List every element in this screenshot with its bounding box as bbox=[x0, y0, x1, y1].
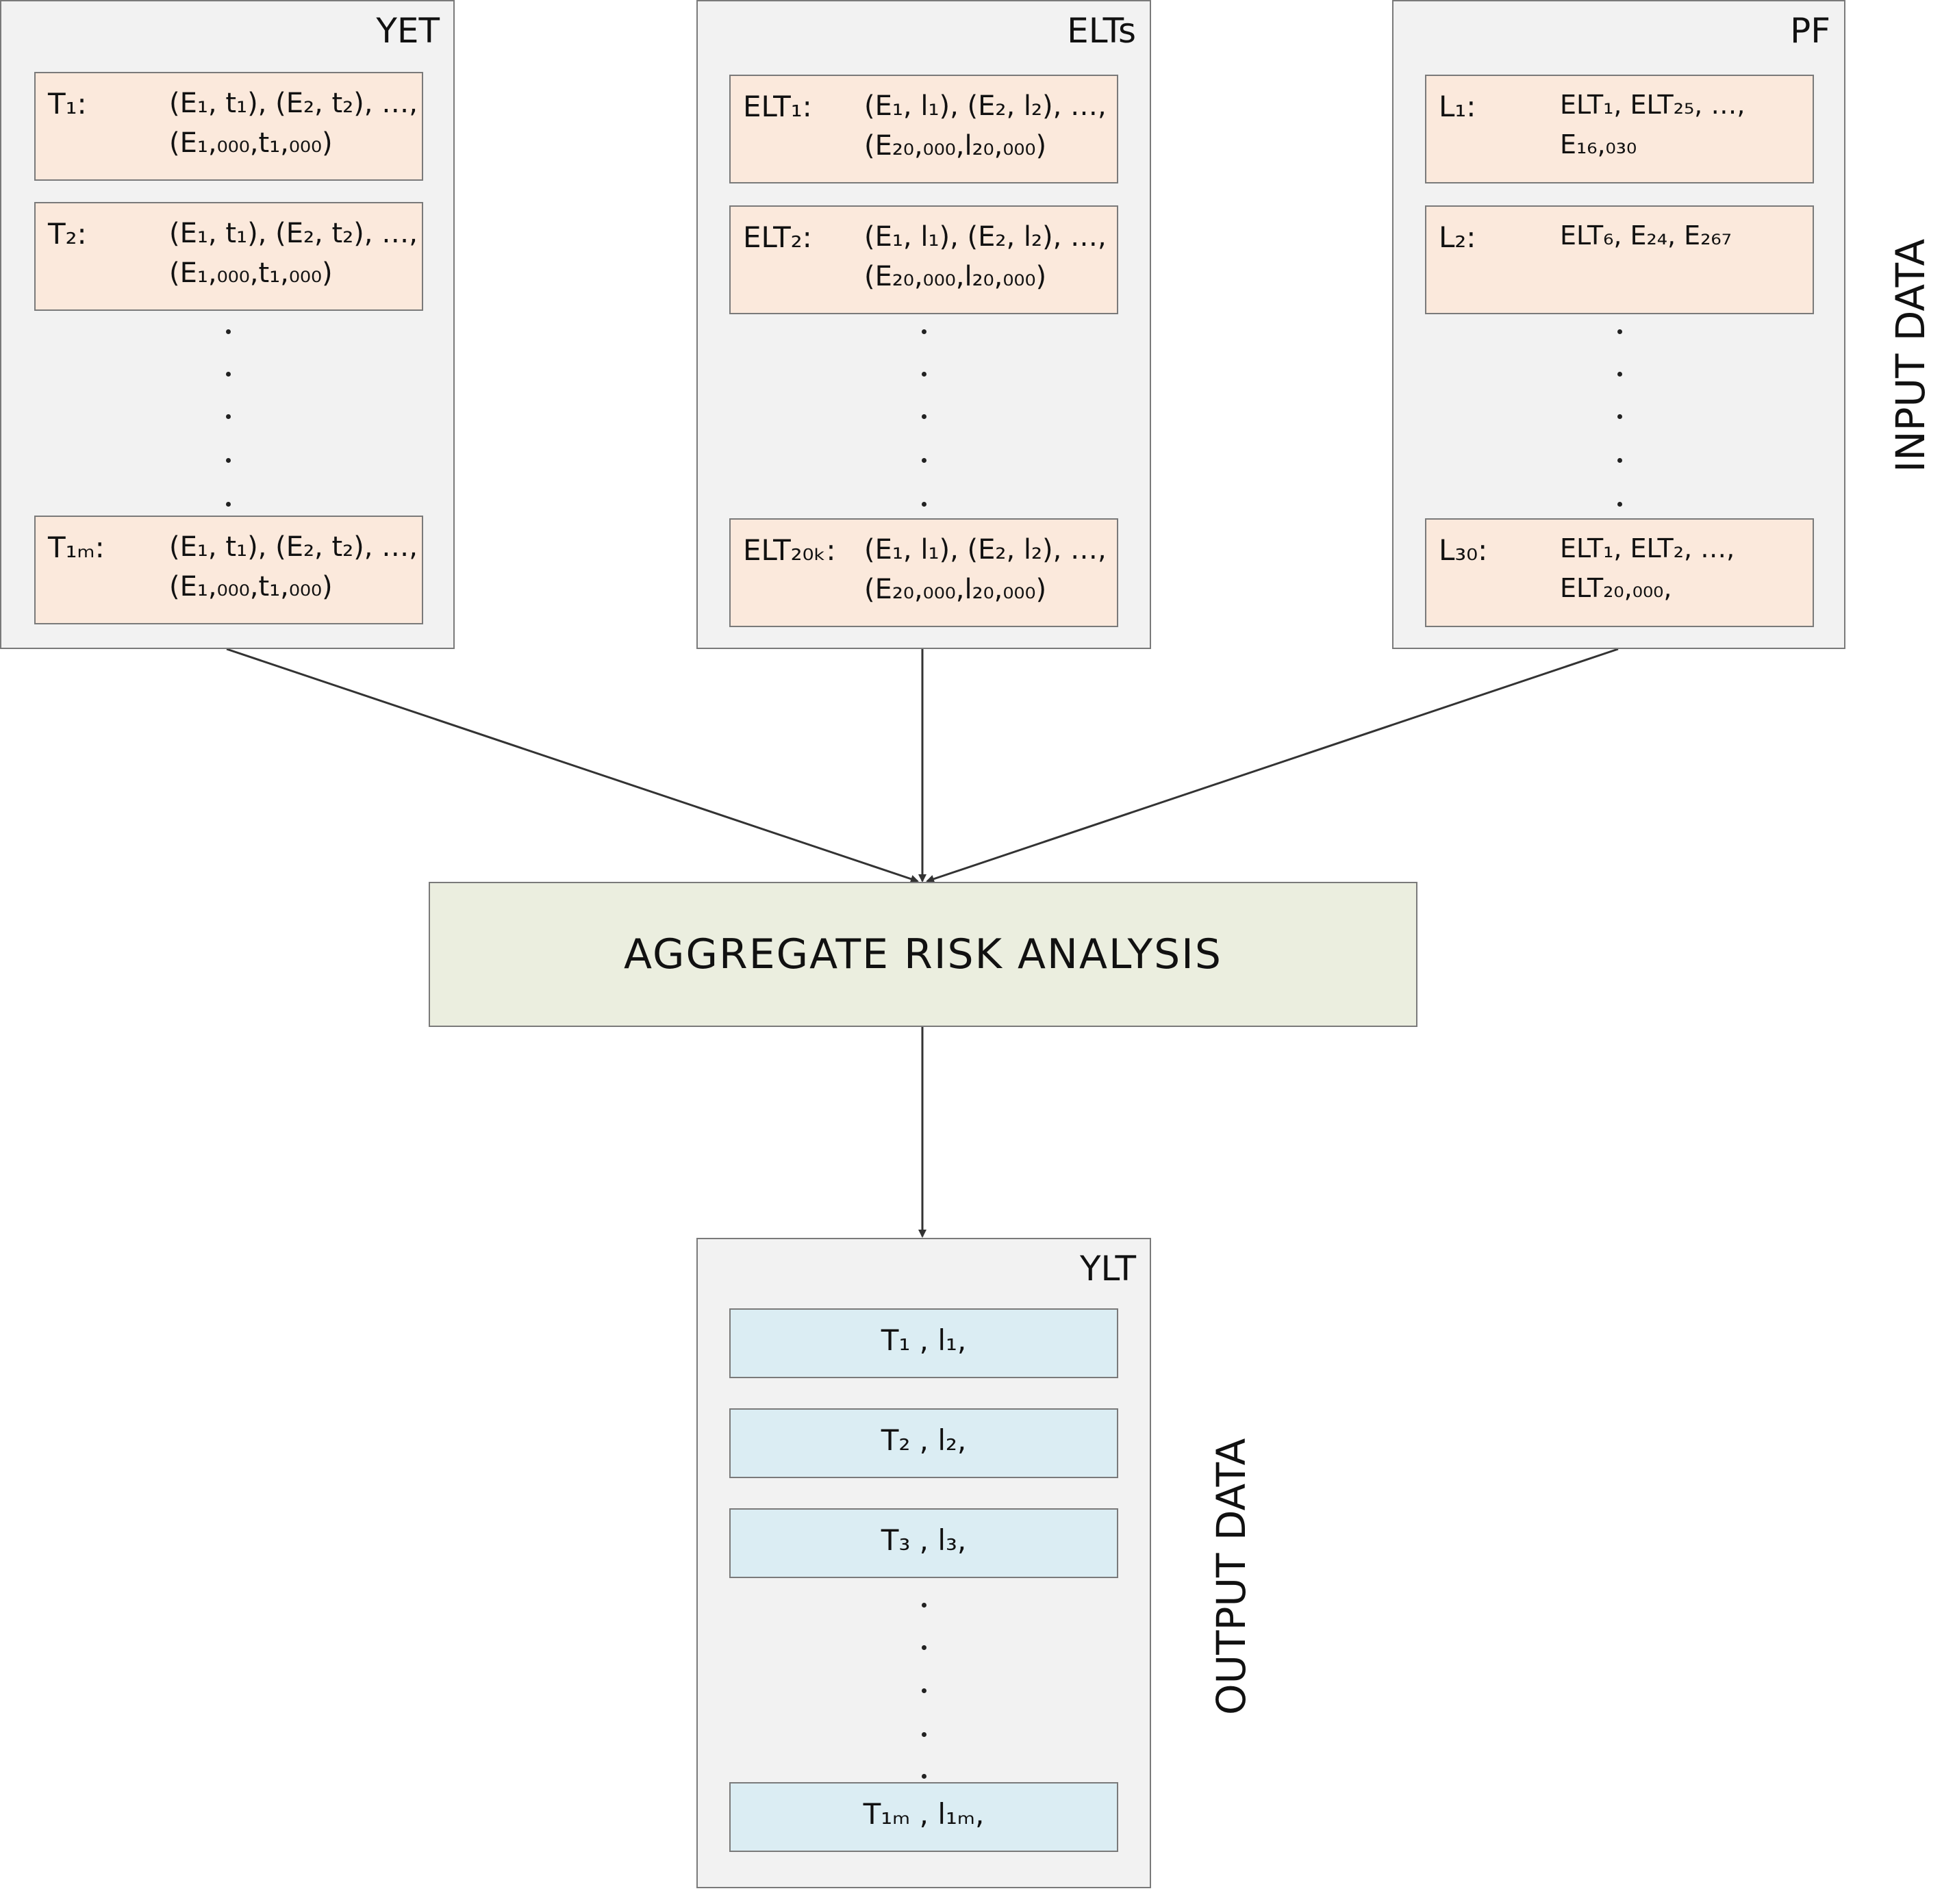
pf-row-last: L₃₀: ELT₁, ELT₂, …, ELT₂₀,₀₀₀, bbox=[1425, 518, 1814, 627]
pf-row-line2: E₁₆,₀₃₀ bbox=[1560, 129, 1637, 160]
yet-row-line2: (E₁,₀₀₀,t₁,₀₀₀) bbox=[169, 127, 333, 159]
input-data-label: INPUT DATA bbox=[1887, 238, 1934, 472]
ellipsis-dot bbox=[922, 458, 926, 463]
elt-row-label: ELT₂₀ₖ: bbox=[743, 533, 836, 567]
ylt-row-text: T₁ , l₁, bbox=[881, 1323, 967, 1357]
ellipsis-dot bbox=[922, 1645, 926, 1650]
ellipsis-dot bbox=[226, 414, 231, 419]
elt-row-line1: (E₁, l₁), (E₂, l₂), …, bbox=[864, 534, 1107, 566]
elt-row-label: ELT₁: bbox=[743, 90, 812, 123]
pf-panel: PF L₁: ELT₁, ELT₂₅, …, E₁₆,₀₃₀ L₂: ELT₆,… bbox=[1392, 0, 1845, 649]
ellipsis-dot bbox=[1617, 372, 1622, 377]
ellipsis-dot bbox=[922, 414, 926, 419]
ylt-row-text: T₁ₘ , l₁ₘ, bbox=[863, 1797, 985, 1831]
ylt-row-text: T₂ , l₂, bbox=[881, 1423, 967, 1457]
pf-row-label: L₁: bbox=[1439, 90, 1476, 123]
ylt-row-last: T₁ₘ , l₁ₘ, bbox=[729, 1782, 1118, 1852]
ellipsis-dot bbox=[922, 329, 926, 334]
yet-row-line2: (E₁,₀₀₀,t₁,₀₀₀) bbox=[169, 571, 333, 602]
arrow-pf-to-aggregate bbox=[926, 648, 1619, 883]
pf-row-label: L₂: bbox=[1439, 220, 1476, 254]
ellipsis-dot bbox=[922, 502, 926, 507]
yet-row-label: T₁ₘ: bbox=[48, 531, 105, 564]
ylt-panel: YLT T₁ , l₁, T₂ , l₂, T₃ , l₃, T₁ₘ , l₁ₘ… bbox=[696, 1238, 1151, 1888]
elts-panel: ELTs ELT₁: (E₁, l₁), (E₂, l₂), …, (E₂₀,₀… bbox=[696, 0, 1151, 649]
ylt-row-1: T₁ , l₁, bbox=[729, 1308, 1118, 1378]
pf-row-line2: ELT₂₀,₀₀₀, bbox=[1560, 573, 1672, 603]
ellipsis-dot bbox=[922, 1774, 926, 1779]
ylt-row-2: T₂ , l₂, bbox=[729, 1408, 1118, 1478]
yet-row-label: T₁: bbox=[48, 87, 87, 120]
aggregate-label: AGGREGATE RISK ANALYSIS bbox=[624, 930, 1222, 978]
elt-row-line1: (E₁, l₁), (E₂, l₂), …, bbox=[864, 221, 1107, 253]
elt-row-line2: (E₂₀,₀₀₀,l₂₀,₀₀₀) bbox=[864, 574, 1047, 605]
elt-row-2: ELT₂: (E₁, l₁), (E₂, l₂), …, (E₂₀,₀₀₀,l₂… bbox=[729, 205, 1118, 314]
ellipsis-dot bbox=[226, 458, 231, 463]
pf-row-label: L₃₀: bbox=[1439, 533, 1488, 567]
ellipsis-dot bbox=[226, 502, 231, 507]
pf-row-2: L₂: ELT₆, E₂₄, E₂₆₇ bbox=[1425, 205, 1814, 314]
ellipsis-dot bbox=[922, 1603, 926, 1608]
ylt-title: YLT bbox=[1079, 1249, 1136, 1289]
yet-row-last: T₁ₘ: (E₁, t₁), (E₂, t₂), …, (E₁,₀₀₀,t₁,₀… bbox=[34, 516, 423, 624]
pf-row-line1: ELT₆, E₂₄, E₂₆₇ bbox=[1560, 220, 1732, 251]
ylt-row-text: T₃ , l₃, bbox=[881, 1523, 967, 1557]
elt-row-line1: (E₁, l₁), (E₂, l₂), …, bbox=[864, 90, 1107, 122]
pf-title: PF bbox=[1790, 11, 1830, 51]
ellipsis-dot bbox=[226, 372, 231, 377]
elts-title: ELTs bbox=[1067, 11, 1136, 51]
yet-row-line1: (E₁, t₁), (E₂, t₂), …, bbox=[169, 531, 418, 563]
ellipsis-dot bbox=[1617, 458, 1622, 463]
ellipsis-dot bbox=[1617, 414, 1622, 419]
ellipsis-dot bbox=[1617, 502, 1622, 507]
ellipsis-dot bbox=[922, 1688, 926, 1693]
yet-row-line1: (E₁, t₁), (E₂, t₂), …, bbox=[169, 88, 418, 119]
yet-panel: YET T₁: (E₁, t₁), (E₂, t₂), …, (E₁,₀₀₀,t… bbox=[0, 0, 455, 649]
pf-row-1: L₁: ELT₁, ELT₂₅, …, E₁₆,₀₃₀ bbox=[1425, 75, 1814, 183]
pf-row-line1: ELT₁, ELT₂, …, bbox=[1560, 533, 1735, 563]
arrow-yet-to-aggregate bbox=[226, 648, 919, 883]
yet-row-line1: (E₁, t₁), (E₂, t₂), …, bbox=[169, 218, 418, 249]
ellipsis-dot bbox=[922, 372, 926, 377]
aggregate-risk-analysis-box: AGGREGATE RISK ANALYSIS bbox=[429, 882, 1417, 1027]
yet-row-line2: (E₁,₀₀₀,t₁,₀₀₀) bbox=[169, 257, 333, 289]
yet-row-label: T₂: bbox=[48, 217, 87, 251]
ylt-row-3: T₃ , l₃, bbox=[729, 1508, 1118, 1578]
yet-row-2: T₂: (E₁, t₁), (E₂, t₂), …, (E₁,₀₀₀,t₁,₀₀… bbox=[34, 202, 423, 311]
ellipsis-dot bbox=[1617, 329, 1622, 334]
elt-row-line2: (E₂₀,₀₀₀,l₂₀,₀₀₀) bbox=[864, 130, 1047, 162]
yet-row-1: T₁: (E₁, t₁), (E₂, t₂), …, (E₁,₀₀₀,t₁,₀₀… bbox=[34, 72, 423, 181]
output-data-label: OUTPUT DATA bbox=[1208, 1438, 1254, 1715]
elt-row-last: ELT₂₀ₖ: (E₁, l₁), (E₂, l₂), …, (E₂₀,₀₀₀,… bbox=[729, 518, 1118, 627]
pf-row-line1: ELT₁, ELT₂₅, …, bbox=[1560, 90, 1745, 120]
ellipsis-dot bbox=[226, 329, 231, 334]
ellipsis-dot bbox=[922, 1732, 926, 1737]
elt-row-label: ELT₂: bbox=[743, 220, 812, 254]
yet-title: YET bbox=[376, 11, 440, 51]
elt-row-1: ELT₁: (E₁, l₁), (E₂, l₂), …, (E₂₀,₀₀₀,l₂… bbox=[729, 75, 1118, 183]
elt-row-line2: (E₂₀,₀₀₀,l₂₀,₀₀₀) bbox=[864, 261, 1047, 292]
